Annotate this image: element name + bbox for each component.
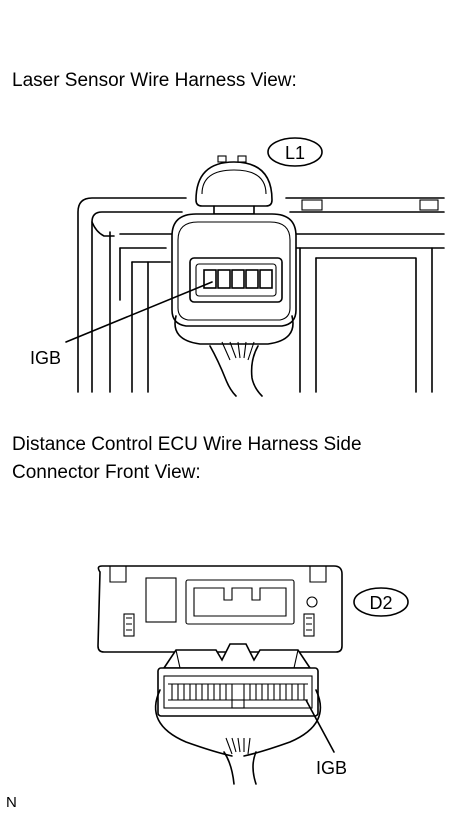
l1-igb-leader	[65, 281, 213, 343]
section1-heading: Laser Sensor Wire Harness View:	[12, 70, 297, 91]
d2-connector	[154, 643, 322, 785]
l1-callout-oval	[267, 137, 323, 167]
l1-igb-label: IGB	[30, 348, 61, 368]
l1-connector	[171, 155, 297, 397]
d2-igb-leader	[305, 699, 335, 753]
d2-igb-label: IGB	[316, 758, 347, 778]
section2-heading-line2: Connector Front View:	[12, 462, 201, 483]
d2-callout-label: D2	[369, 593, 392, 613]
laser-sensor-housing	[77, 197, 445, 393]
section2-heading-line1: Distance Control ECU Wire Harness Side	[12, 434, 362, 455]
l1-callout-label: L1	[285, 143, 305, 163]
ecu-housing	[97, 565, 343, 653]
footer-code: N	[6, 794, 17, 811]
d2-callout-oval	[353, 587, 409, 617]
